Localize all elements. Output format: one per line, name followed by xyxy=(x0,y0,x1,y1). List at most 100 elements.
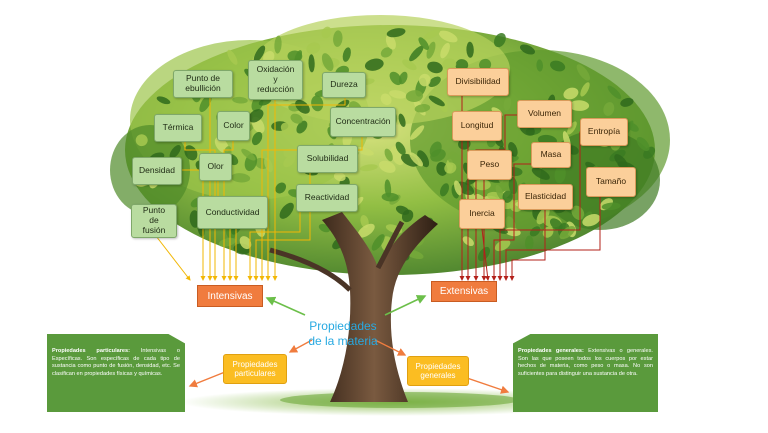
leaf xyxy=(554,165,566,184)
leaf xyxy=(321,53,334,72)
leaf xyxy=(135,134,148,147)
note-particulares: Propiedades particulares: Intensivas o E… xyxy=(47,334,185,412)
leaf xyxy=(251,131,263,146)
leaf xyxy=(384,179,392,198)
box-color: Color xyxy=(217,111,250,141)
leaf xyxy=(495,185,505,201)
leaf xyxy=(603,102,615,116)
leaf xyxy=(494,239,511,252)
leaf xyxy=(306,42,321,55)
leaf xyxy=(563,87,579,100)
leaf xyxy=(385,34,396,50)
leaf xyxy=(156,96,171,105)
leaf xyxy=(502,190,513,203)
leaf xyxy=(232,96,248,104)
leaf xyxy=(529,226,541,237)
leaf xyxy=(571,205,585,220)
leaf xyxy=(389,71,402,86)
leaf xyxy=(283,148,298,158)
leaf xyxy=(364,58,384,71)
leaf xyxy=(503,96,512,111)
leaf xyxy=(380,93,392,106)
leaf xyxy=(274,35,282,54)
box-inercia: Inercia xyxy=(459,199,505,229)
leaf xyxy=(536,207,550,225)
leaf xyxy=(493,33,506,48)
leaf xyxy=(418,73,431,87)
hub-extensivas: Extensivas xyxy=(431,281,497,302)
leaf xyxy=(241,148,256,161)
box-peso: Peso xyxy=(467,150,512,180)
leaf xyxy=(386,28,406,38)
leaf xyxy=(414,104,431,113)
box-olor: Olor xyxy=(199,153,232,181)
leaf xyxy=(295,99,310,114)
box-conductividad: Conductividad xyxy=(197,196,268,229)
leaf xyxy=(519,44,536,55)
leaf xyxy=(576,64,590,81)
box-densidad: Densidad xyxy=(132,157,182,185)
leaf xyxy=(218,237,236,247)
leaf xyxy=(380,47,393,58)
arrow-center-to-extensivas xyxy=(384,295,427,316)
arrow-particulares-to-note xyxy=(188,371,226,388)
leaf xyxy=(321,26,332,39)
leaf xyxy=(428,76,441,88)
leaf xyxy=(550,60,566,72)
leaf xyxy=(455,59,469,71)
leaf xyxy=(508,176,518,195)
leaf xyxy=(426,41,436,59)
leaf xyxy=(473,179,491,191)
box-solubilidad: Solubilidad xyxy=(297,145,358,173)
box-elasticidad: Elasticidad xyxy=(518,184,573,210)
leaf xyxy=(569,100,590,111)
arrow-center-to-generales xyxy=(374,339,407,356)
leaf xyxy=(607,85,622,99)
box-dureza: Dureza xyxy=(322,72,366,98)
leaf xyxy=(248,109,264,123)
leaf xyxy=(409,152,424,167)
leaf xyxy=(582,214,601,227)
leaf xyxy=(438,30,458,43)
hub-intensivas: Intensivas xyxy=(197,285,263,307)
leaf xyxy=(342,47,351,62)
leaf xyxy=(184,145,198,161)
leaf xyxy=(418,37,429,50)
box-concentracion: Concentración xyxy=(330,107,396,137)
leaf xyxy=(531,167,550,180)
leaf xyxy=(524,235,534,251)
leaf xyxy=(440,42,450,59)
leaf xyxy=(395,141,406,155)
arrow-center-to-particulares xyxy=(288,339,313,353)
leaf xyxy=(280,122,295,135)
leaf xyxy=(239,236,252,250)
leaf xyxy=(428,95,445,107)
leaf xyxy=(436,161,448,176)
leaf xyxy=(580,82,590,97)
box-masa: Masa xyxy=(531,142,571,168)
leaf xyxy=(395,205,410,215)
trunk xyxy=(322,212,438,402)
leaf xyxy=(290,113,303,124)
leaf xyxy=(439,183,450,197)
leaf xyxy=(479,58,492,71)
leaf xyxy=(536,59,544,72)
leaf xyxy=(636,137,650,151)
leaf xyxy=(379,160,396,173)
leaf xyxy=(333,172,346,182)
box-reactividad: Reactividad xyxy=(296,184,358,212)
leaf xyxy=(308,54,315,73)
leaf xyxy=(371,234,385,251)
leaf xyxy=(444,162,457,174)
leaf xyxy=(359,164,378,172)
leaf xyxy=(398,113,406,127)
leaf xyxy=(427,61,443,74)
leaf xyxy=(231,173,251,183)
box-volumen: Volumen xyxy=(517,100,572,128)
leaf xyxy=(429,141,442,157)
